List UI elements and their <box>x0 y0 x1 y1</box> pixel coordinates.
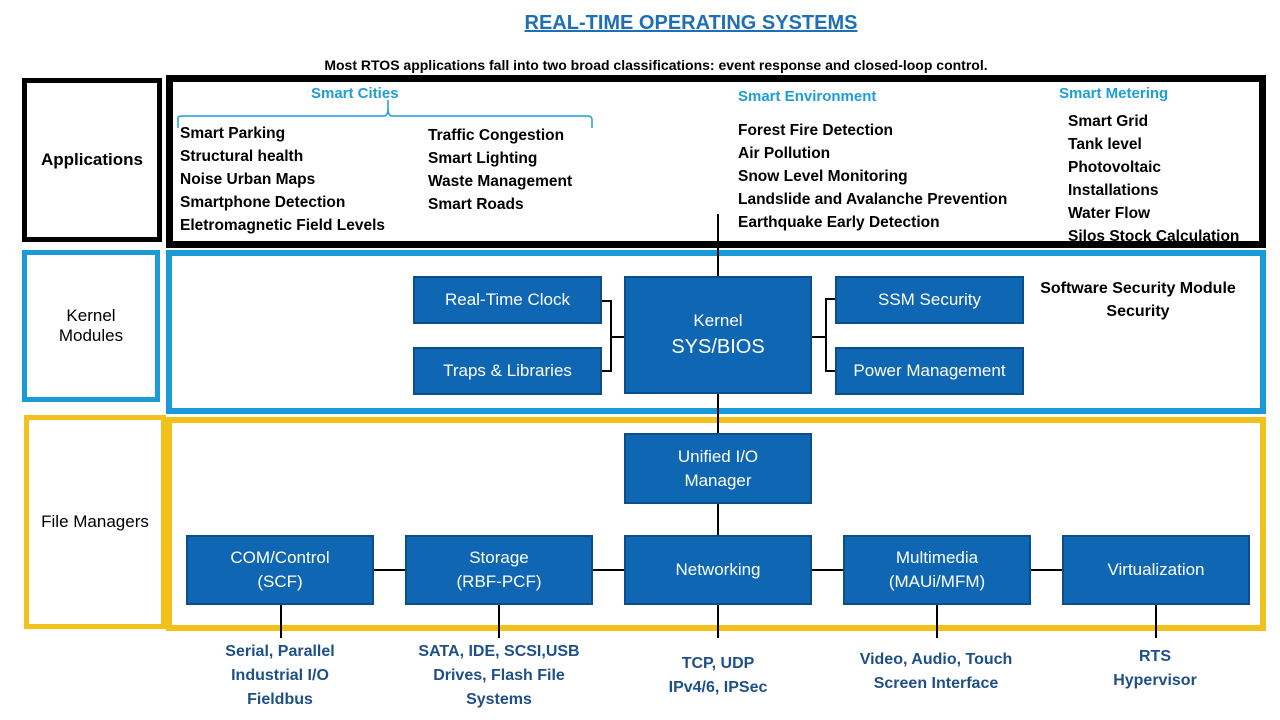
smart-environment-title: Smart Environment <box>738 88 877 105</box>
ssm-note: Software Security Module Security <box>1040 280 1236 320</box>
list-item: Landslide and Avalanche Prevention <box>738 191 1008 208</box>
list-item: Air Pollution <box>738 145 831 162</box>
interface-multimedia: Video, Audio, Touch Screen Interface <box>859 651 1013 692</box>
multimedia-box: Multimedia (MAUi/MFM) <box>843 535 1031 605</box>
smart-metering-title: Smart Metering <box>1059 85 1169 102</box>
list-item: Water Flow <box>1068 205 1151 222</box>
connector-line <box>610 336 625 338</box>
ssm-security-box: SSM Security <box>835 276 1024 324</box>
list-item: Smart Roads <box>428 196 524 213</box>
connector-line <box>936 604 938 638</box>
page-title: REAL-TIME OPERATING SYSTEMS <box>524 12 858 34</box>
kernel-modules-panel <box>166 250 1266 414</box>
smart-metering-list: Smart Grid Tank level Photovoltaic Insta… <box>1068 110 1239 248</box>
list-item: Silos Stock Calculation <box>1068 228 1240 245</box>
connector-line <box>280 604 282 638</box>
list-item: Tank level <box>1068 136 1142 153</box>
list-item: Eletromagnetic Field Levels <box>180 217 386 234</box>
connector-line <box>374 569 406 571</box>
list-item: Installations <box>1068 182 1159 199</box>
smart-cities-list-2: Traffic Congestion Smart Lighting Waste … <box>428 124 572 216</box>
connector-line <box>825 370 837 372</box>
list-item: Snow Level Monitoring <box>738 168 908 185</box>
list-item: Photovoltaic <box>1068 159 1162 176</box>
list-item: Smart Lighting <box>428 150 538 167</box>
connector-line <box>498 604 500 638</box>
list-item: Forest Fire Detection <box>738 122 894 139</box>
interface-storage: SATA, IDE, SCSI,USB Drives, Flash File S… <box>418 643 580 708</box>
storage-box: Storage (RBF-PCF) <box>405 535 593 605</box>
list-item: Smart Parking <box>180 125 286 142</box>
layer-label-applications: Applications <box>22 78 162 242</box>
power-management-box: Power Management <box>835 347 1024 395</box>
connector-line <box>811 336 826 338</box>
kernel-label: Kernel <box>693 311 743 331</box>
connector-line <box>592 569 626 571</box>
kernel-sub-label: SYS/BIOS <box>671 335 765 358</box>
connector-line <box>1030 569 1063 571</box>
connector-line <box>601 300 611 302</box>
connector-line <box>717 604 719 638</box>
smart-environment-list: Forest Fire Detection Air Pollution Snow… <box>738 119 1007 234</box>
connector-line <box>601 370 611 372</box>
connector-line <box>825 298 827 372</box>
layer-label-file-managers: File Managers <box>24 415 166 629</box>
layer-label-kernel-modules: Kernel Modules <box>22 250 160 402</box>
interface-virtualization: RTS Hypervisor <box>1113 648 1197 689</box>
traps-libraries-box: Traps & Libraries <box>413 347 602 395</box>
smart-cities-brace <box>177 100 593 128</box>
connector-line <box>1155 604 1157 638</box>
list-item: Noise Urban Maps <box>180 171 316 188</box>
interface-networking: TCP, UDP IPv4/6, IPSec <box>668 655 768 696</box>
connector-kernel-io <box>717 393 719 433</box>
list-item: Smart Grid <box>1068 113 1149 130</box>
list-item: Earthquake Early Detection <box>738 214 940 231</box>
list-item: Waste Management <box>428 173 573 190</box>
kernel-box: Kernel SYS/BIOS <box>624 276 812 394</box>
virtualization-box: Virtualization <box>1062 535 1250 605</box>
smart-cities-title: Smart Cities <box>311 85 399 102</box>
file-managers-panel <box>166 417 1266 631</box>
connector-app-kernel <box>717 214 719 276</box>
unified-io-manager-box: Unified I/O Manager <box>624 433 812 504</box>
real-time-clock-box: Real-Time Clock <box>413 276 602 324</box>
list-item: Smartphone Detection <box>180 194 346 211</box>
smart-cities-list-1: Smart Parking Structural health Noise Ur… <box>180 122 385 237</box>
connector-line <box>825 298 837 300</box>
applications-panel <box>166 75 1266 248</box>
com-control-box: COM/Control (SCF) <box>186 535 374 605</box>
connector-line <box>811 569 845 571</box>
networking-box: Networking <box>624 535 812 605</box>
list-item: Traffic Congestion <box>428 127 565 144</box>
list-item: Structural health <box>180 148 304 165</box>
page-subtitle: Most RTOS applications fall into two bro… <box>324 57 988 73</box>
connector-io-network <box>717 503 719 537</box>
interface-com: Serial, Parallel Industrial I/O Fieldbus <box>225 643 335 708</box>
